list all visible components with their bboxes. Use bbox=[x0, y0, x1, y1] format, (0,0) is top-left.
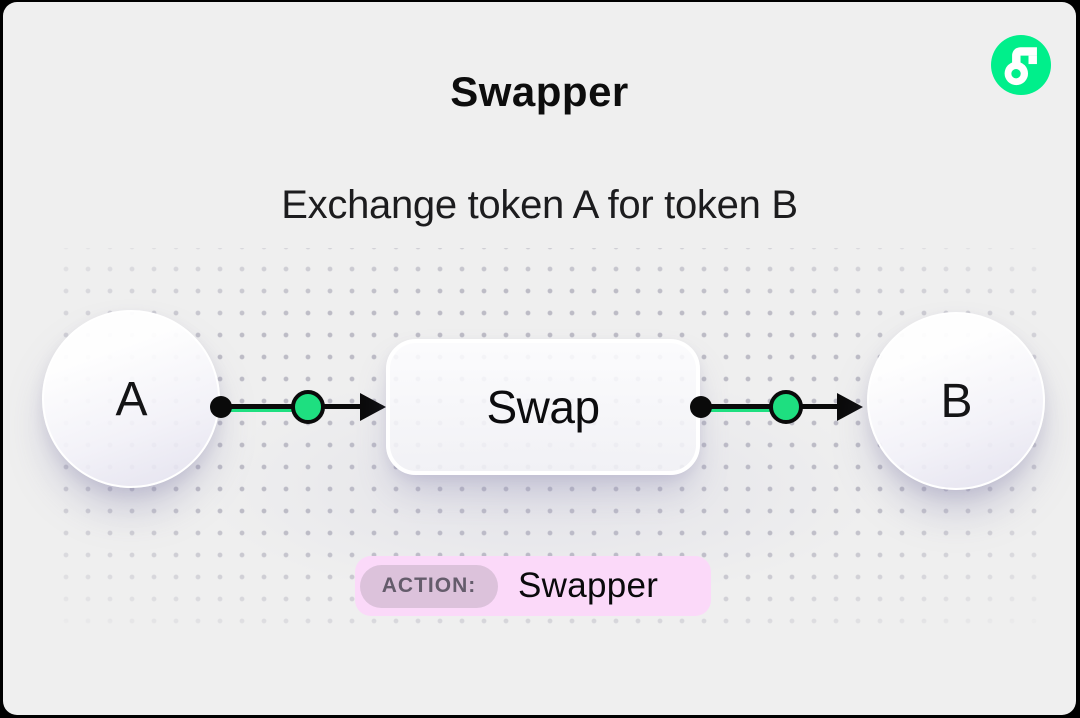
page-subtitle: Exchange token A for token B bbox=[281, 183, 798, 227]
card-background: Swapper Exchange token A for token B A S… bbox=[3, 2, 1076, 715]
connector-start-dot bbox=[210, 396, 232, 418]
flow-logo-icon bbox=[991, 35, 1051, 95]
arrowhead-icon bbox=[360, 393, 386, 421]
connector-start-dot bbox=[690, 396, 712, 418]
action-badge-value: Swapper bbox=[518, 566, 659, 605]
page-title: Swapper bbox=[450, 68, 629, 115]
token-a-label: A bbox=[115, 372, 147, 426]
token-b-node: B bbox=[867, 312, 1045, 490]
arrowhead-icon bbox=[837, 393, 863, 421]
connector-swap-to-b bbox=[690, 385, 863, 429]
connector-a-to-swap bbox=[210, 385, 386, 429]
token-a-node: A bbox=[42, 310, 220, 488]
connector-green-line bbox=[224, 408, 308, 412]
token-b-label: B bbox=[940, 374, 972, 428]
connector-green-line bbox=[704, 408, 786, 412]
action-badge: ACTION: Swapper bbox=[355, 556, 711, 616]
action-badge-label: ACTION: bbox=[360, 564, 498, 608]
connector-green-marker bbox=[291, 390, 325, 424]
swap-node: Swap bbox=[386, 339, 700, 475]
swap-node-label: Swap bbox=[486, 381, 600, 433]
connector-green-marker bbox=[769, 390, 803, 424]
